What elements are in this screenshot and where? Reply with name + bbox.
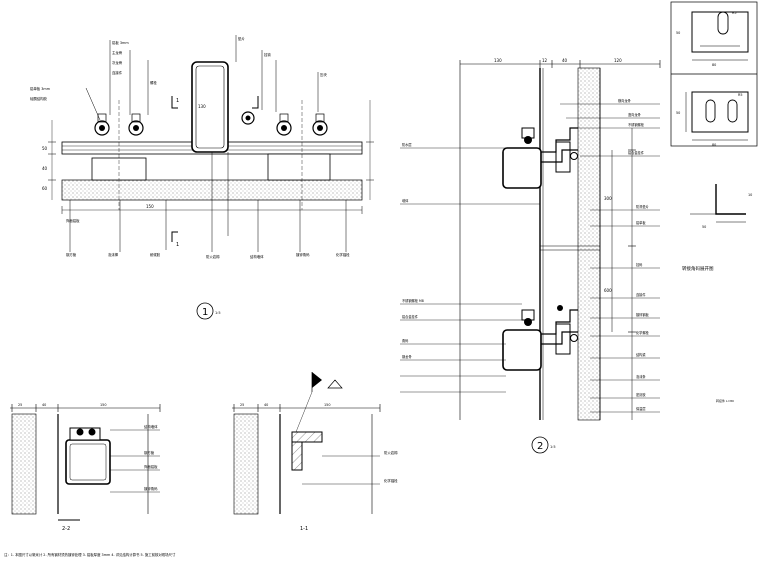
dim-label: 130 xyxy=(198,104,206,109)
callout-label: 结构梁 xyxy=(636,352,646,357)
callout-label: 密封胶 xyxy=(636,392,646,397)
dim-label: 50 xyxy=(676,31,680,35)
callout-label: 泡沫棒 xyxy=(108,252,119,257)
callout-label: 横向龙骨 xyxy=(618,98,631,103)
callout-label: 钢龙骨 xyxy=(402,354,412,359)
dim-label: 60 xyxy=(42,186,48,191)
detail-1-dims: 150 130 50 40 60 1 1 xyxy=(42,98,206,248)
callout-label: 饰面铝板 xyxy=(66,218,80,223)
dim-label: 120 xyxy=(614,58,622,63)
callout-label: 保温层 xyxy=(636,406,646,411)
detail-scale: 1:5 xyxy=(550,445,556,449)
connector-caption: 转接角码展开图 xyxy=(682,265,714,272)
callout-label: 连接件 xyxy=(112,70,123,75)
callout-label: 镀锌角码 xyxy=(296,252,310,257)
section-mark: 1 xyxy=(176,98,179,104)
callout-label: 结构墙体 xyxy=(144,424,158,429)
section-mark: 1 xyxy=(176,242,179,248)
callout-label: 防火岩棉 xyxy=(384,450,398,455)
callout-label: 墙体 xyxy=(402,198,409,203)
dim-label: 150 xyxy=(146,204,154,209)
callout-label: 螺栓 xyxy=(150,80,157,85)
callout-label: 铝合金挂件 xyxy=(628,150,645,155)
dim-label: 40 xyxy=(42,403,46,407)
detail-number: 1 xyxy=(202,307,208,318)
bolt-icon xyxy=(94,111,328,136)
section-title: 2-2 xyxy=(62,526,70,532)
callout-label: 次龙骨 xyxy=(112,60,123,65)
section-2-2 xyxy=(10,404,161,521)
dim-label: 10 xyxy=(748,193,752,197)
callout-label: 化学锚栓 xyxy=(336,252,350,257)
connector-detail xyxy=(670,1,758,223)
callout-label: 垫片 xyxy=(238,36,245,41)
detail-2-dims: 130 12 40 120 300 600 xyxy=(494,58,622,293)
callout-label: 不锈钢螺栓 M8 xyxy=(402,298,424,303)
callout-label: 铝合金挂件 xyxy=(402,314,419,319)
detail-1-plan xyxy=(48,35,374,252)
dim-label: 600 xyxy=(604,288,612,293)
callout-label: 泡沫条 xyxy=(636,374,646,379)
callout-label: 防火岩棉 xyxy=(206,254,220,259)
dim-label: R5 xyxy=(738,93,743,97)
section-1-1 xyxy=(232,372,381,515)
detail-2-callouts: 横向龙骨 竖向龙骨 不锈钢螺栓 铝合金挂件 防滑垫片 铝单板 挂码 连接件 镀锌… xyxy=(402,98,650,411)
dim-label: 25 xyxy=(240,403,244,407)
callout-label: 挂钩 xyxy=(264,52,271,57)
callout-label: 结构墙体 xyxy=(250,254,264,259)
dim-label: R5 xyxy=(732,11,737,15)
callout-label: 化学锚栓 xyxy=(384,478,398,483)
callout-label: 化学螺栓 xyxy=(636,330,650,335)
dim-label: 130 xyxy=(494,58,502,63)
dim-label: 150 xyxy=(100,403,106,407)
side-note: 转接件 L=80 xyxy=(716,398,734,403)
callout-label: 防水层 xyxy=(402,142,412,147)
section-2-2-labels: 25 40 150 结构墙体 钢方管 饰面铝板 镀锌角码 2-2 xyxy=(18,403,158,532)
callout-label: 铝单板 3mm xyxy=(30,86,51,91)
dim-label: 50 xyxy=(702,225,706,229)
callout-label: 压块 xyxy=(320,72,327,77)
dim-label: 150 xyxy=(324,403,330,407)
dim-label: 25 xyxy=(18,403,22,407)
callout-label: 主龙骨 xyxy=(112,50,123,55)
callout-label: 镀锌角码 xyxy=(144,486,158,491)
dim-label: 40 xyxy=(264,403,268,407)
dim-label: 300 xyxy=(604,196,612,201)
callout-label: 硅酮结构胶 xyxy=(30,96,48,101)
dim-label: 40 xyxy=(562,58,568,63)
detail-2-bubble: 2 1:5 xyxy=(531,436,556,454)
callout-label: 钢方管 xyxy=(66,252,77,257)
callout-label: 铝板 3mm xyxy=(112,40,129,45)
detail-scale: 1:5 xyxy=(215,311,221,315)
callout-label: 钢方管 xyxy=(144,450,155,455)
connector-labels: 80 50 R5 80 50 R5 50 10 转接角码展开图 转接件 L=80 xyxy=(676,11,752,403)
detail-1-bubble: 1 1:5 xyxy=(196,302,221,320)
callout-label: 连接件 xyxy=(636,292,646,297)
callout-label: 镀锌钢板 xyxy=(636,312,650,317)
dim-label: 80 xyxy=(712,63,716,67)
dim-label: 80 xyxy=(712,143,716,147)
dim-label: 50 xyxy=(676,111,680,115)
callout-label: 耐候胶 xyxy=(150,252,161,257)
callout-label: 竖向龙骨 xyxy=(628,112,641,117)
dim-label: 12 xyxy=(542,58,548,63)
detail-1-callouts: 铝板 3mm 主龙骨 次龙骨 连接件 螺栓 垫片 挂钩 压块 铝单板 3mm 硅… xyxy=(30,36,350,259)
detail-number: 2 xyxy=(537,441,543,452)
detail-2-section xyxy=(400,60,661,421)
callout-label: 角码 xyxy=(402,338,408,343)
callout-label: 铝单板 xyxy=(636,220,646,225)
callout-label: 不锈钢螺栓 xyxy=(628,122,645,127)
dim-label: 50 xyxy=(42,146,48,151)
callout-label: 防滑垫片 xyxy=(636,204,649,209)
section-1-1-labels: 25 40 150 防火岩棉 化学锚栓 1-1 xyxy=(240,403,398,532)
section-title: 1-1 xyxy=(300,526,308,532)
callout-label: 挂码 xyxy=(636,262,642,267)
callout-label: 饰面铝板 xyxy=(144,464,158,469)
bottom-note: 注：1. 本图尺寸以毫米计 2. 所有钢材须热镀锌处理 3. 铝板厚度 3mm … xyxy=(4,552,176,557)
dim-label: 40 xyxy=(42,166,48,171)
